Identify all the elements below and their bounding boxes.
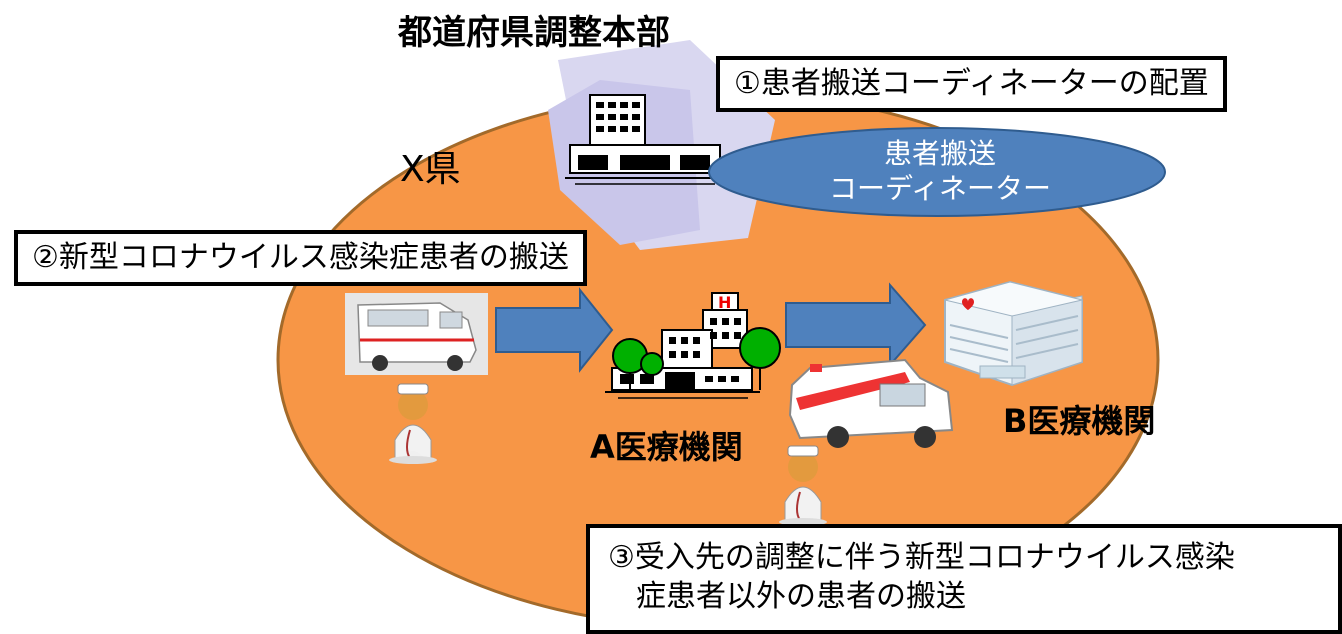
doctor-icon-left: [389, 383, 437, 464]
hospital-b-icon: [944, 280, 1083, 387]
hospital-a-icon: H: [605, 292, 781, 399]
arrow-to-hospital-b: [785, 282, 927, 368]
step3-line2: 症患者以外の患者の搬送: [636, 579, 966, 614]
ambulance-icon-center: [788, 358, 954, 448]
prefecture-label: X県: [400, 149, 461, 190]
step2-label: ②新型コロナウイルス感染症患者の搬送: [14, 230, 587, 286]
ambulance-icon-left: [345, 293, 488, 375]
step3-label: ③受入先の調整に伴う新型コロナウイルス感染 症患者以外の患者の搬送: [586, 524, 1342, 634]
hq-title: 都道府県調整本部: [398, 13, 670, 53]
svg-text:H: H: [718, 293, 731, 312]
step3-line1: ③受入先の調整に伴う新型コロナウイルス感染: [608, 540, 1235, 575]
hospital-a-label: A医療機関: [590, 428, 743, 466]
coordinator-text: 患者搬送 コーディネーター: [790, 136, 1090, 206]
coordinator-line1: 患者搬送: [883, 137, 996, 170]
coordinator-line2: コーディネーター: [828, 172, 1052, 205]
hospital-b-label: B医療機関: [1003, 402, 1156, 440]
step1-label: ①患者搬送コーディネーターの配置: [716, 56, 1227, 112]
arrow-to-hospital-a: [495, 287, 614, 373]
coordinator-ellipse: [708, 127, 1166, 217]
